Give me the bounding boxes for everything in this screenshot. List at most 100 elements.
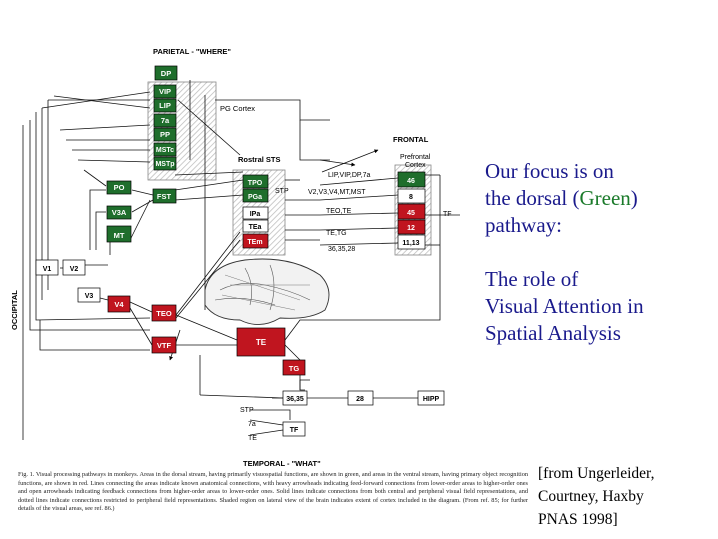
focus-line-3: pathway: (485, 213, 562, 237)
box-dp (154, 65, 178, 81)
box-te (236, 327, 286, 357)
box-46 (397, 171, 426, 188)
lbl-tf: TF (290, 427, 299, 434)
box-pga (242, 188, 269, 203)
citation-line-2: Courtney, Haxby (538, 488, 644, 505)
box-vip (153, 84, 177, 99)
box-tpo (242, 174, 269, 189)
label-prefrontal-2: Cortex (405, 162, 426, 169)
lbl-v4: V4 (114, 300, 124, 309)
lbl-tf-right: TF (443, 211, 452, 218)
label-prefrontal-1: Prefrontal (400, 154, 431, 161)
focus-line-6: Spatial Analysis (485, 321, 621, 345)
box-3635 (282, 390, 308, 406)
slide-focus-text: Our focus is on the dorsal (Green) pathw… (485, 158, 715, 347)
lbl-12: 12 (407, 225, 415, 232)
box-pp (153, 127, 177, 142)
lbl-7a: 7a (161, 116, 170, 125)
citation-line-1: [from Ungerleider, (538, 465, 655, 482)
box-v4 (107, 295, 131, 313)
connection-lines (22, 80, 460, 440)
lbl-vip: VIP (159, 87, 171, 96)
focus-line-2-post: ) (630, 186, 638, 210)
label-rostral-sts: Rostral STS (238, 155, 281, 164)
lbl-te: TE (256, 338, 267, 347)
box-45 (397, 203, 426, 220)
lbl-tea: TEa (249, 224, 262, 231)
edge-labels: STP LIP,VIP,DP,7a V2,V3,V4,MT,MST TEO,TE… (240, 172, 452, 442)
box-8 (397, 188, 426, 204)
lbl-po: PO (114, 183, 125, 192)
box-vtf (151, 336, 177, 354)
box-1113 (397, 234, 426, 250)
label-occipital: OCCIPITAL (10, 290, 19, 330)
lbl-v3: V3 (85, 293, 94, 300)
box-po (106, 180, 132, 195)
lbl-v2-group: V2,V3,V4,MT,MST (308, 189, 366, 196)
lbl-lip: LIP (159, 101, 171, 110)
lbl-8: 8 (409, 194, 413, 201)
lbl-te-bottom: TE (248, 435, 257, 442)
lbl-te-tg: TE,TG (326, 230, 347, 237)
lbl-teo-te: TEO,TE (326, 208, 352, 215)
lbl-tg: TG (289, 364, 300, 373)
lbl-vtf: VTF (157, 341, 172, 350)
label-frontal: FRONTAL (393, 135, 429, 144)
focus-line-5: Visual Attention in (485, 294, 644, 318)
citation: [from Ungerleider, Courtney, Haxby PNAS … (538, 462, 716, 531)
box-fst (152, 188, 177, 204)
white-areas (35, 188, 445, 437)
box-v3a (106, 205, 132, 220)
box-mstc (153, 142, 177, 157)
lbl-tpo: TPO (248, 180, 263, 187)
box-mstp (153, 156, 177, 171)
box-v3 (77, 287, 101, 303)
box-tg (282, 359, 306, 376)
focus-line-4: The role of (485, 267, 579, 291)
title-temporal: TEMPORAL - "WHAT" (243, 459, 321, 468)
lbl-45: 45 (407, 210, 415, 217)
lbl-dp: DP (161, 69, 171, 78)
lbl-363528: 36,35,28 (328, 246, 355, 253)
lbl-46: 46 (407, 178, 415, 185)
lbl-hipp: HIPP (423, 396, 440, 403)
focus-line-2: the dorsal (Green) (485, 185, 715, 212)
lbl-teo: TEO (156, 309, 172, 318)
lbl-tem: TEm (247, 239, 262, 246)
box-teo (151, 304, 177, 322)
box-ipa (242, 206, 269, 220)
box-hipp (417, 390, 445, 406)
focus-line-2-green: Green (579, 186, 631, 210)
brain-lateral-view (204, 258, 330, 325)
label-pg-cortex: PG Cortex (220, 104, 255, 113)
box-28 (347, 390, 374, 406)
box-tf (282, 421, 306, 437)
lbl-3635: 36,35 (286, 396, 304, 403)
box-tea (242, 219, 269, 233)
box-v2 (62, 259, 86, 276)
lbl-mstp: MSTp (155, 161, 174, 168)
lbl-stp: STP (275, 188, 289, 195)
box-lip (153, 98, 177, 113)
lbl-lip-group: LIP,VIP,DP,7a (328, 172, 371, 179)
lbl-ipa: IPa (250, 211, 261, 218)
box-tem (242, 233, 269, 249)
green-areas (106, 65, 426, 243)
figure-caption: Fig. 1. Visual processing pathways in mo… (18, 471, 528, 513)
focus-line-1: Our focus is on (485, 159, 614, 183)
citation-line-3: PNAS 1998] (538, 511, 618, 528)
lbl-pp: PP (160, 130, 170, 139)
box-12 (397, 219, 426, 235)
lbl-stp-bottom: STP (240, 407, 254, 414)
lbl-1113: 11,13 (402, 240, 419, 247)
red-areas (107, 203, 426, 376)
box-mt (106, 225, 132, 243)
title-parietal: PARIETAL - "WHERE" (153, 47, 231, 56)
lbl-v1: V1 (43, 266, 52, 273)
lbl-mstc: MSTc (156, 147, 174, 154)
lbl-fst: FST (157, 192, 172, 201)
lbl-7a-bottom: 7a (248, 421, 256, 428)
box-labels: DP VIP LIP 7a PP MSTc MSTp PO FST V3A MT… (43, 69, 440, 434)
lbl-28: 28 (356, 396, 364, 403)
